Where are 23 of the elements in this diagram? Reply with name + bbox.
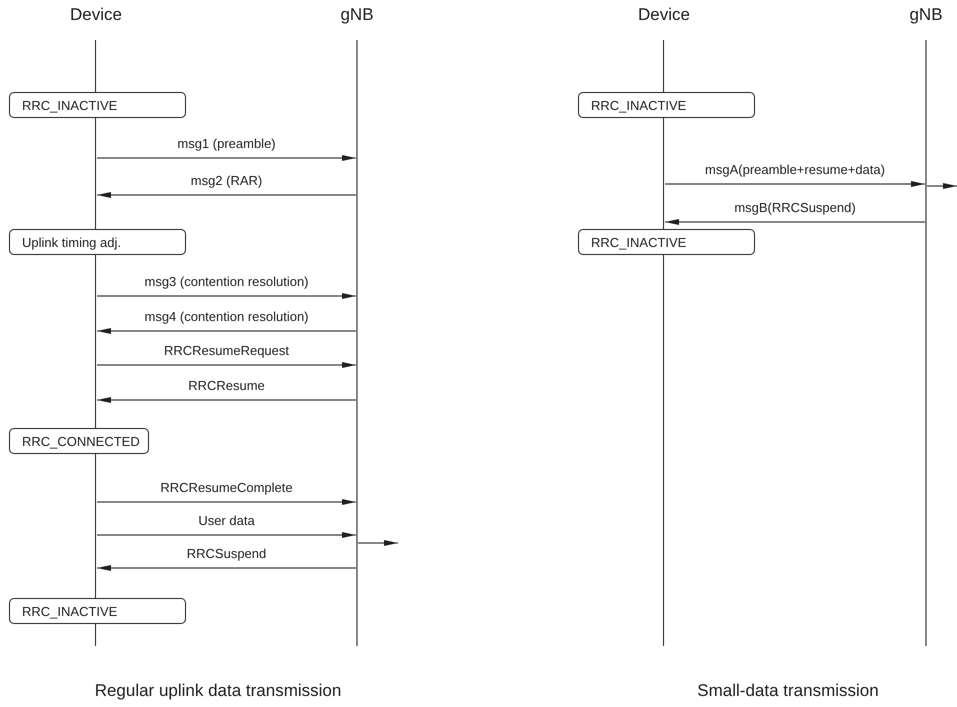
edge-label: RRCResumeRequest: [164, 343, 289, 359]
state-box: Uplink timing adj.: [9, 229, 186, 255]
participant-label: Device: [70, 4, 122, 26]
edge-label: RRCResume: [188, 378, 265, 394]
state-box: RRC_INACTIVE: [9, 92, 186, 118]
diagram-caption: Regular uplink data transmission: [94, 681, 342, 701]
edge-label: msg4 (contention resolution): [144, 309, 309, 325]
edge-label: msg3 (contention resolution): [144, 274, 309, 290]
state-box: RRC_CONNECTED: [9, 428, 149, 454]
state-box: RRC_INACTIVE: [578, 92, 755, 118]
participant-label: gNB: [909, 4, 943, 26]
edge-label: RRCResumeComplete: [160, 480, 293, 496]
state-box: RRC_INACTIVE: [578, 229, 755, 255]
edge-label: msg1 (preamble): [177, 136, 276, 152]
diagram-caption: Small-data transmission: [697, 681, 879, 701]
edge-label: msgB(RRCSuspend): [734, 200, 856, 216]
participant-label: Device: [638, 4, 690, 26]
edge-label: msg2 (RAR): [190, 173, 262, 189]
state-box: RRC_INACTIVE: [9, 598, 186, 624]
participant-label: gNB: [340, 4, 374, 26]
edge-label: RRCSuspend: [186, 546, 266, 562]
edge-label: msgA(preamble+resume+data): [705, 162, 885, 178]
edge-label: User data: [198, 513, 255, 529]
